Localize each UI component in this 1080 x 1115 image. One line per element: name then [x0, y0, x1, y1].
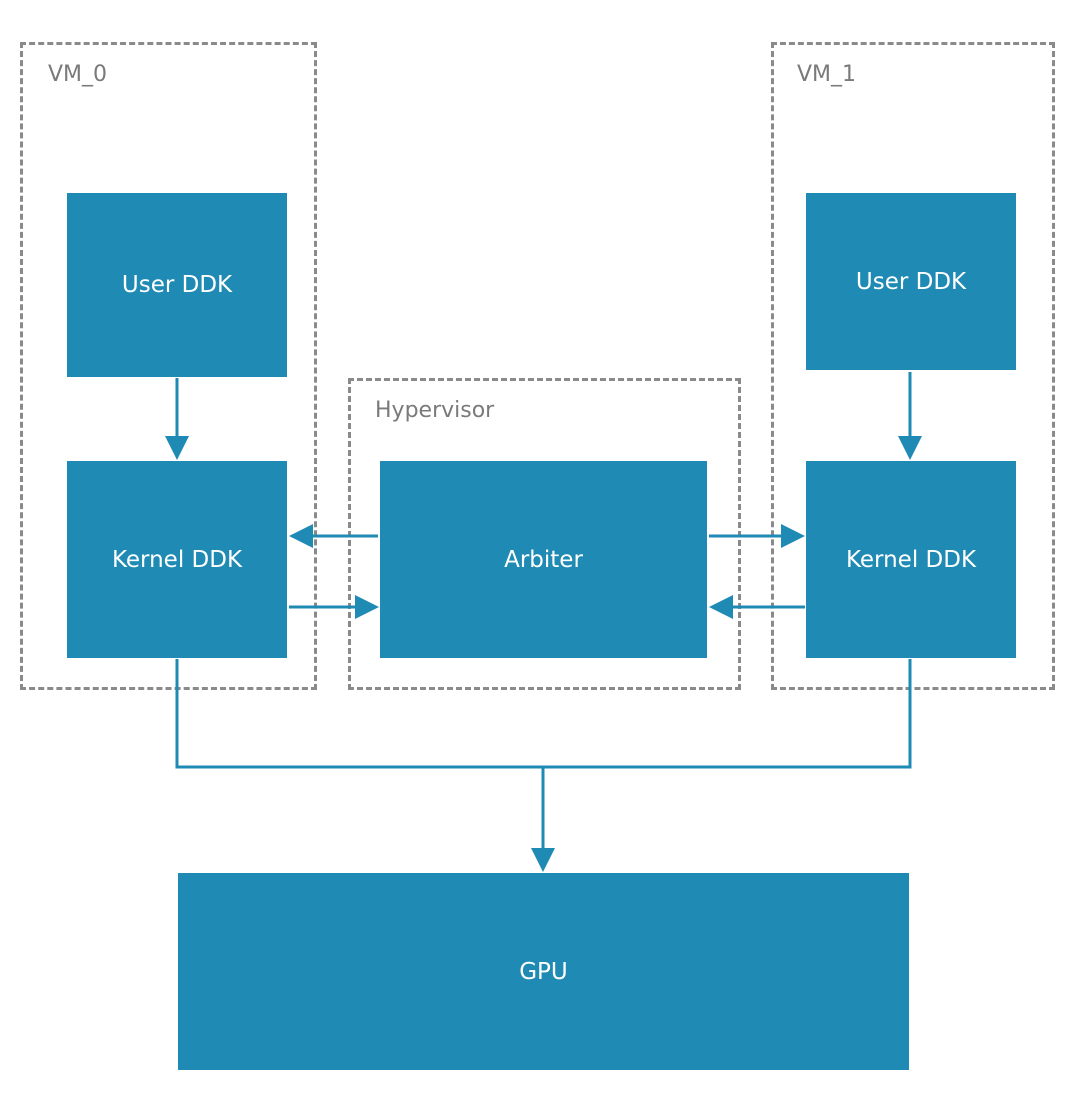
vm1-kernel-ddk-block: Kernel DDK — [806, 461, 1016, 658]
vm1-user-ddk-block: User DDK — [806, 193, 1016, 370]
vm1-region — [771, 42, 1055, 690]
vm0-label: VM_0 — [48, 62, 108, 87]
vm0-region — [20, 42, 317, 690]
arbiter-block: Arbiter — [380, 461, 707, 658]
gpu-block: GPU — [178, 873, 909, 1070]
hypervisor-label: Hypervisor — [375, 398, 495, 423]
bus-kernels-to-gpu — [175, 659, 912, 769]
vm0-user-ddk-block: User DDK — [67, 193, 287, 377]
hypervisor-region — [348, 378, 741, 690]
vm1-label: VM_1 — [797, 62, 857, 87]
vm0-kernel-ddk-block: Kernel DDK — [67, 461, 287, 658]
